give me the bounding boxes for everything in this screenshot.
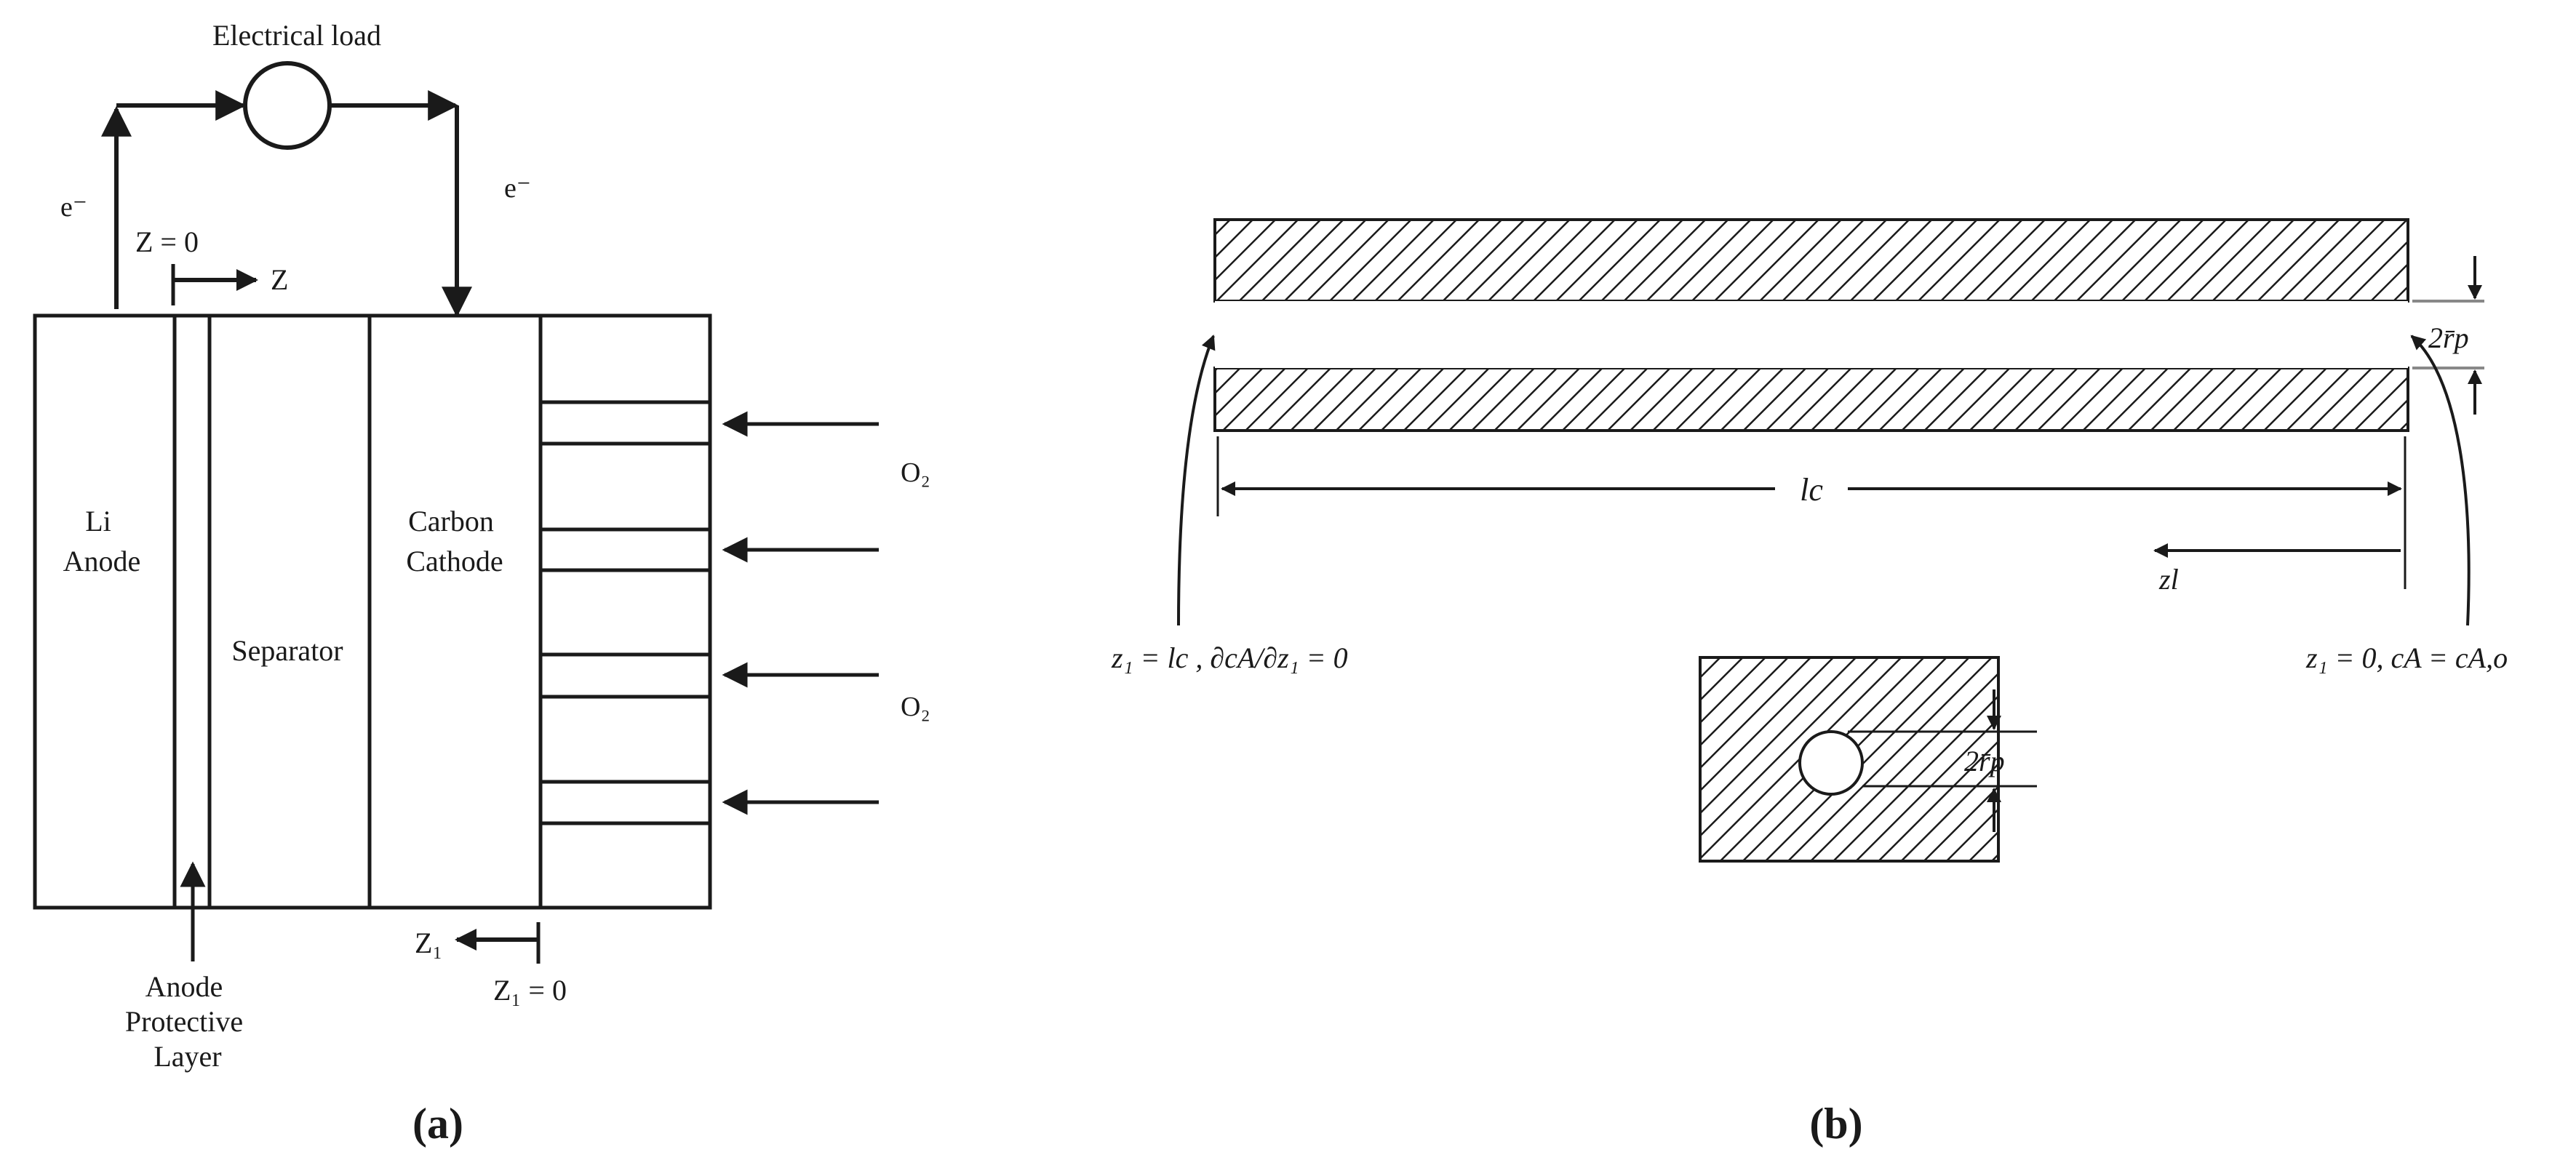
panel-a: Electrical load e⁻ e⁻ Z = 0 Z: [33, 19, 930, 1148]
cross-diameter-label: 2r̄p: [1964, 745, 2005, 777]
panel-b-caption: (b): [1809, 1100, 1862, 1148]
pore-diameter-label: 2r̄p: [2428, 321, 2469, 354]
electron-label-left: e⁻: [60, 192, 87, 223]
bc-right-pointer: [2410, 335, 2471, 626]
oxygen-label-top: O₂: [901, 457, 930, 488]
oxygen-label-bottom: O₂: [901, 692, 930, 722]
anode-protective-layer-label: Anode Protective Layer: [125, 970, 250, 1073]
electrical-load-icon: [243, 61, 332, 150]
bc-right-label: z₁ = 0, cA = cA,o: [2305, 641, 2508, 674]
carbon-cathode-label: Carbon Cathode: [406, 505, 503, 577]
pore-cross-section-hole: [1798, 730, 1864, 796]
cell-outline: [33, 313, 712, 910]
pore-length-label: lc: [1800, 472, 1823, 508]
pore-channel: [1215, 301, 2408, 368]
li-anode-label: Li Anode: [63, 505, 141, 577]
z-axis-label: Z: [271, 263, 288, 296]
z1-origin-label: Z₁ = 0: [493, 974, 567, 1007]
cathode-pores: [541, 400, 710, 825]
panel-a-caption: (a): [412, 1100, 463, 1148]
z1-direction-label: zl: [2158, 563, 2179, 596]
pore-wall-top: [1213, 218, 2409, 303]
electron-label-right: e⁻: [504, 173, 531, 204]
bc-left-pointer: [1177, 335, 1216, 626]
z-origin-label: Z = 0: [135, 225, 199, 258]
z1-axis-label: Z₁: [415, 927, 442, 959]
pore-wall-bottom: [1213, 367, 2409, 432]
electrical-load-label: Electrical load: [212, 19, 381, 52]
bc-left-label: z₁ = lc , ∂cA/∂z₁ = 0: [1111, 641, 1348, 674]
panel-b: 2r̄p lc zl z₁ = lc , ∂cA/∂z₁ = 0 z₁ = 0,…: [1111, 218, 2508, 1148]
separator-label: Separator: [231, 634, 343, 667]
